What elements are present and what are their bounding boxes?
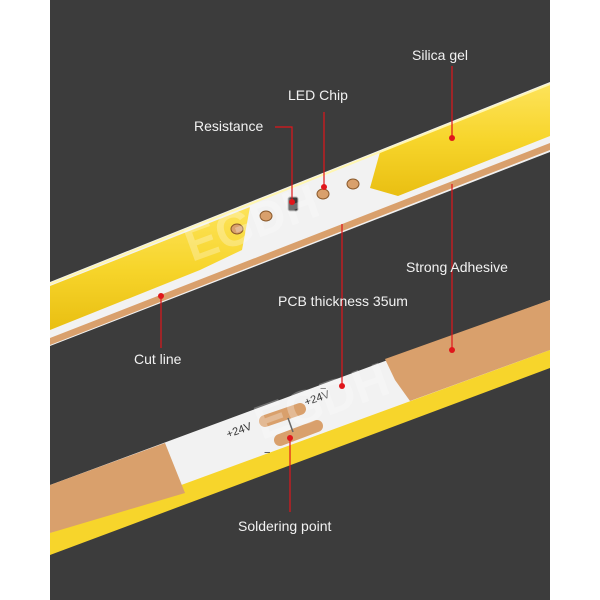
bottom-led-strip: +24V +24V − −: [50, 300, 550, 555]
soldering-pads: [259, 403, 323, 446]
led-chip-icon: [259, 210, 273, 222]
cut-line-mark: [287, 417, 294, 433]
product-diagram: +24V +24V − − EGDH EGDH Silica ge: [50, 0, 550, 600]
pad-minus-left: −: [264, 447, 270, 459]
bottom-strip-yellow-edge: [50, 345, 550, 555]
strong-adhesive-dot: [449, 347, 455, 353]
strip-top-highlight: [50, 83, 550, 285]
led-chip-icon: [230, 223, 244, 235]
adhesive-tape-right: [385, 300, 550, 401]
solder-pad-bottom: [274, 420, 323, 446]
pcb-thickness-label: PCB thickness 35um: [278, 293, 408, 309]
top-led-strip: [50, 82, 550, 346]
cut-line-label: Cut line: [134, 351, 182, 367]
led-strip-illustration: +24V +24V − − EGDH EGDH: [50, 66, 550, 555]
pad-minus-right: −: [320, 383, 326, 395]
silica-gel-coating-right: [370, 84, 550, 196]
top-strip-adhesive-edge: [50, 143, 550, 345]
pcb-thickness-dot: [339, 383, 345, 389]
callout-leaders: [160, 66, 453, 512]
silica-gel-coating-left: [50, 207, 250, 330]
soldering-point-dot: [287, 435, 293, 441]
cut-line-dot: [158, 293, 164, 299]
resistance-label: Resistance: [194, 118, 264, 134]
soldering-point-label: Soldering point: [238, 518, 332, 534]
resistance-dot: [289, 199, 295, 205]
adhesive-tape-left: [50, 443, 185, 533]
led-chip-label: LED Chip: [288, 87, 348, 103]
silica-gel-label: Silica gel: [412, 47, 469, 63]
led-chip-dot: [321, 184, 327, 190]
silica-gel-dot: [449, 135, 455, 141]
strong-adhesive-label: Strong Adhesive: [406, 259, 508, 275]
led-chip-icon: [346, 178, 360, 190]
solder-pad-top: [259, 403, 306, 427]
led-chip-icon: [316, 188, 330, 200]
callout-dots: [158, 135, 455, 441]
resistance-leader: [275, 126, 293, 202]
